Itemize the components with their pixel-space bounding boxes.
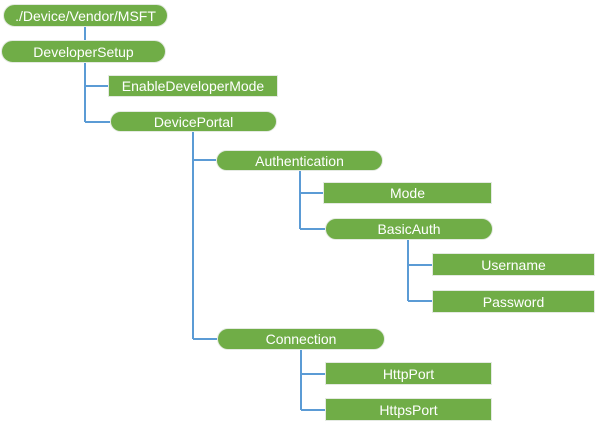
node-connection: Connection xyxy=(217,328,385,350)
connector-developersetup-children xyxy=(84,63,110,123)
node-deviceportal: DevicePortal xyxy=(110,111,277,132)
node-mode: Mode xyxy=(323,182,492,204)
connector-basicauth-children xyxy=(407,240,432,302)
connector-authentication-children xyxy=(299,171,325,230)
node-httpport: HttpPort xyxy=(325,362,492,385)
node-httpsport: HttpsPort xyxy=(325,398,492,421)
node-developersetup: DeveloperSetup xyxy=(1,40,166,63)
connector-deviceportal-children xyxy=(192,132,217,340)
node-device-vendor-msft: ./Device/Vendor/MSFT xyxy=(3,4,168,27)
node-username: Username xyxy=(432,253,595,276)
node-basicauth: BasicAuth xyxy=(325,218,493,240)
node-enabledevelopermode: EnableDeveloperMode xyxy=(108,75,278,97)
connector-connection-children xyxy=(300,350,325,411)
node-password: Password xyxy=(432,290,595,313)
node-authentication: Authentication xyxy=(216,150,383,171)
